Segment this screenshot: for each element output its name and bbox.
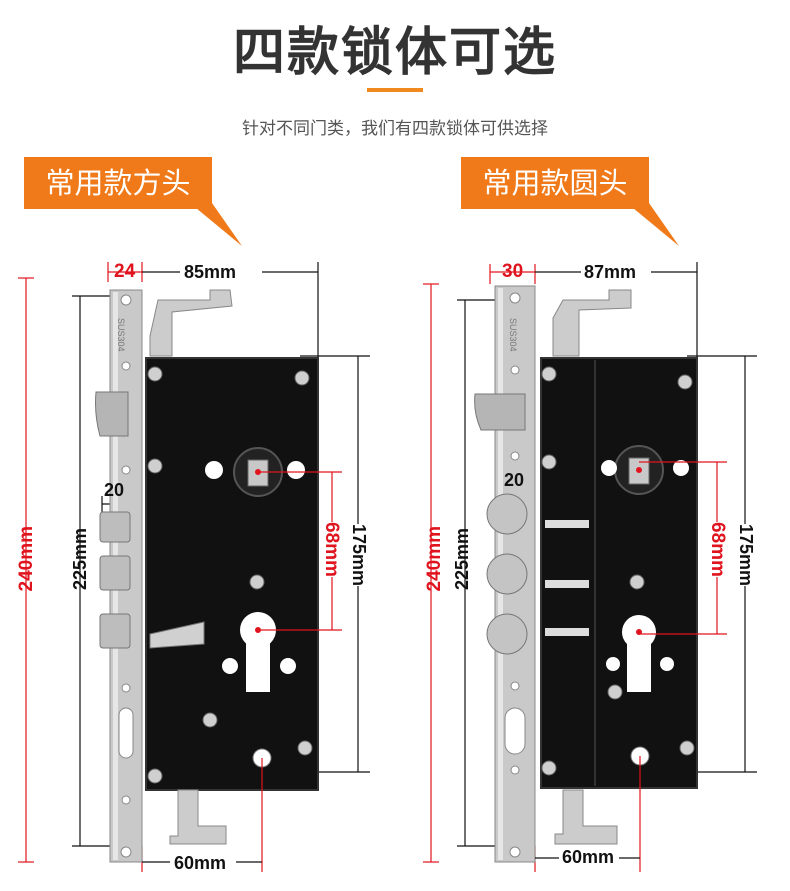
lock-2-dim-depth: 87mm — [584, 262, 637, 282]
lock-1-dim-faceplate-width: 24 — [114, 261, 136, 282]
lock-2-tag-pointer — [627, 203, 679, 246]
lock-2-dim-faceplate-width: 30 — [502, 261, 524, 282]
lock-1-tag-pointer — [190, 203, 242, 246]
lock-2-dim-inner-height: 225mm — [452, 528, 472, 591]
lock-1-faceplate-mark: SUS304 — [116, 318, 126, 352]
lock-2-dim-handle-gap: 68mm — [706, 522, 728, 577]
lock-1-dim-inner-height: 225mm — [70, 528, 90, 591]
lock-2-tag: 常用款圆头 — [461, 157, 649, 209]
lock-2-dim-total-height: 240mm — [424, 526, 445, 592]
lock-2-illustration — [423, 262, 757, 872]
lock-2-dim-bolt: 20 — [504, 470, 525, 490]
lock-1-illustration — [18, 262, 370, 872]
lock-2-dim-backset: 60mm — [562, 847, 615, 867]
lock-1-dim-depth: 85mm — [184, 262, 237, 282]
lock-1-dim-handle-gap: 68mm — [320, 522, 342, 577]
lock-1-dim-total-height: 240mm — [16, 526, 37, 592]
page-subtitle: 针对不同门类，我们有四款锁体可供选择 — [242, 119, 548, 139]
lock-1-dim-bolt: 20 — [104, 480, 125, 500]
page-title: 四款锁体可选 — [232, 23, 557, 83]
lock-2-dim-body-height: 175mm — [735, 524, 756, 587]
lock-1-dim-body-height: 175mm — [348, 524, 369, 587]
lock-1-tag: 常用款方头 — [24, 157, 212, 209]
lock-1-dim-backset: 60mm — [174, 853, 227, 873]
title-underline — [367, 88, 423, 92]
lock-2-faceplate-mark: SUS304 — [508, 318, 518, 352]
